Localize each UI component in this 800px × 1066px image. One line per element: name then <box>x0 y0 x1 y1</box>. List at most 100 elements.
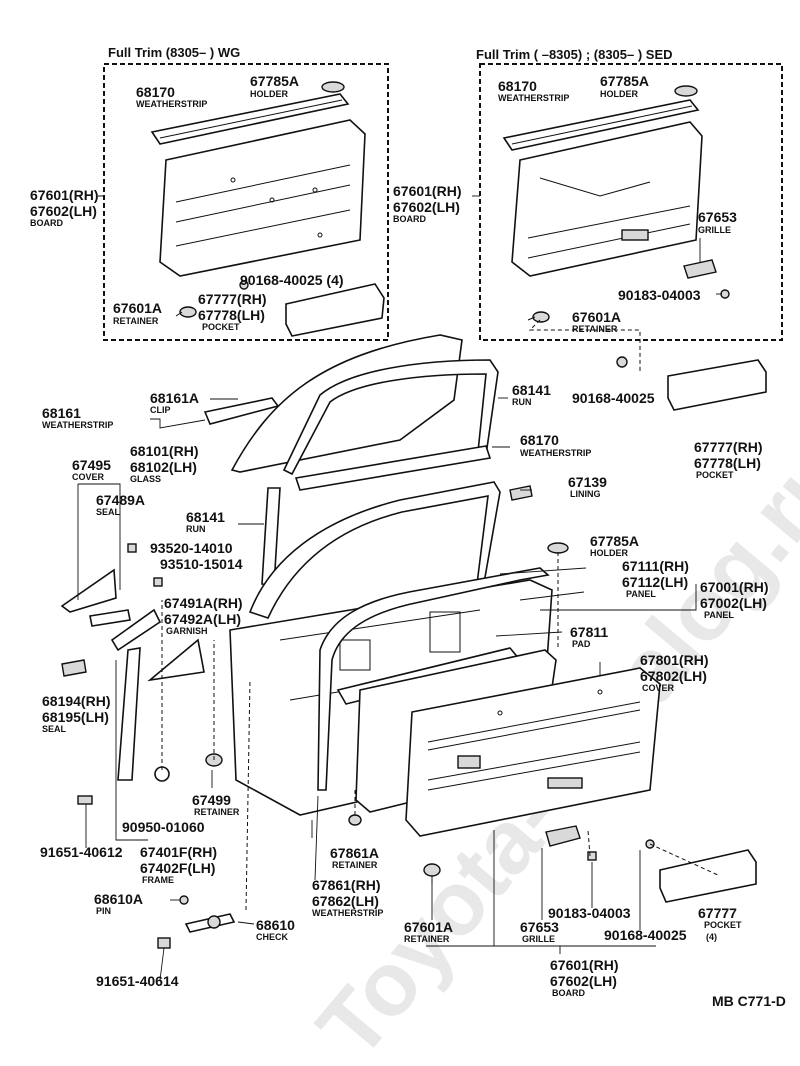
label-wg-68170-sub: WEATHERSTRIP <box>136 99 207 109</box>
label-68610: 68610 <box>256 917 295 933</box>
wg-pocket-part <box>285 283 385 337</box>
label-67811-sub: PAD <box>572 639 591 649</box>
label-sed-90168: 90168-40025 <box>572 390 655 406</box>
sed-holder-part <box>674 85 698 97</box>
label-sed-67601: 67601(RH) <box>393 183 461 199</box>
leader-lines <box>77 195 722 981</box>
label-sed-67785a: 67785A <box>600 73 649 89</box>
wg-header: Full Trim (8305– ) WG <box>108 45 240 60</box>
footer-code: MB C771-D <box>712 993 786 1009</box>
label-67495: 67495 <box>72 457 111 473</box>
label-67401f: 67401F(RH) <box>140 844 217 860</box>
cover-triangle-part <box>60 568 117 613</box>
label-67862: 67862(LH) <box>312 893 379 909</box>
label-67111: 67111(RH) <box>622 558 689 574</box>
garnish-part <box>110 608 205 682</box>
screw-93520-part <box>127 543 137 553</box>
sed-grille-part <box>683 259 717 279</box>
label-67001-sub: PANEL <box>704 610 734 620</box>
label-wg-67601-sub: BOARD <box>30 218 63 228</box>
label-67785a-main: 67785A <box>590 533 639 549</box>
label-sed-67777-sub: POCKET <box>696 470 734 480</box>
label-67401f-sub: FRAME <box>142 875 174 885</box>
label-91651-614: 91651-40614 <box>96 973 179 989</box>
label-67601a-main-sub: RETAINER <box>404 934 450 944</box>
retainer-67861a-part <box>348 814 362 826</box>
label-93510: 93510-15014 <box>160 556 243 572</box>
label-67653-main-sub: GRILLE <box>522 934 555 944</box>
label-68610a-sub: PIN <box>96 906 111 916</box>
label-sed-67778: 67778(LH) <box>694 455 761 471</box>
label-68101: 68101(RH) <box>130 443 198 459</box>
door-weatherstrip-part <box>317 567 550 791</box>
label-67002: 67002(LH) <box>700 595 767 611</box>
label-67801: 67801(RH) <box>640 652 708 668</box>
label-67602-main: 67602(LH) <box>550 973 617 989</box>
label-68101-sub: GLASS <box>130 474 161 484</box>
label-67601-main: 67601(RH) <box>550 957 618 973</box>
label-68195: 68195(LH) <box>42 709 109 725</box>
label-wg-67785a: 67785A <box>250 73 299 89</box>
label-67492a: 67492A(LH) <box>164 611 241 627</box>
label-68170-main-sub: WEATHERSTRIP <box>520 448 591 458</box>
label-wg-67777: 67777(RH) <box>198 291 266 307</box>
label-wg-68170: 68170 <box>136 84 175 100</box>
wg-weatherstrip-part <box>150 93 350 145</box>
label-wg-67785a-sub: HOLDER <box>250 89 289 99</box>
pocket-dash <box>649 843 721 877</box>
label-67499: 67499 <box>192 792 231 808</box>
label-67402f: 67402F(LH) <box>140 860 215 876</box>
label-wg-67777-sub: POCKET <box>202 322 240 332</box>
label-68194: 68194(RH) <box>42 693 110 709</box>
bolt-91651-614-part <box>157 937 171 949</box>
label-68141-side-sub: RUN <box>186 524 206 534</box>
label-68194-sub: SEAL <box>42 724 67 734</box>
wg-clip-part <box>239 280 249 290</box>
label-68102: 68102(LH) <box>130 459 197 475</box>
label-68610a: 68610A <box>94 891 143 907</box>
label-67499-sub: RETAINER <box>194 807 240 817</box>
label-67139: 67139 <box>568 474 607 490</box>
sed-group-box <box>479 63 783 341</box>
label-67861: 67861(RH) <box>312 877 380 893</box>
label-68141-top-sub: RUN <box>512 397 532 407</box>
label-68170-main: 68170 <box>520 432 559 448</box>
board-main-part <box>405 667 661 837</box>
wg-retainer-part <box>175 306 197 318</box>
label-67111-sub: PANEL <box>626 589 656 599</box>
screw-main-part <box>587 851 597 861</box>
label-67811: 67811 <box>570 624 608 640</box>
lining-part <box>509 485 533 501</box>
bolt-91651-612-part <box>77 795 93 805</box>
seal-part <box>89 609 131 627</box>
holder-main-part <box>547 542 569 554</box>
retainer-main-part <box>423 863 441 884</box>
label-67601-main-sub: BOARD <box>552 988 585 998</box>
sed-header: Full Trim ( –8305) ; (8305– ) SED <box>476 47 673 62</box>
grille-main-part <box>545 825 581 847</box>
label-wg-90168: 90168-40025 (4) <box>240 272 344 288</box>
label-67489a-sub: SEAL <box>96 507 121 517</box>
label-wg-67601: 67601(RH) <box>30 187 98 203</box>
label-67601a-main: 67601A <box>404 919 453 935</box>
sed-weatherstrip-part <box>502 99 700 151</box>
label-wg-67601a-sub: RETAINER <box>113 316 159 326</box>
label-67489a: 67489A <box>96 492 145 508</box>
sed-board-part <box>511 121 703 277</box>
label-67801-sub: COVER <box>642 683 675 693</box>
sed-pocket-part <box>667 359 767 411</box>
label-90168-main: 90168-40025 <box>604 927 687 943</box>
label-90950: 90950-01060 <box>122 819 205 835</box>
label-67861a: 67861A <box>330 845 379 861</box>
check-part <box>184 913 236 933</box>
sed-retainer-part <box>527 311 550 323</box>
label-wg-67778: 67778(LH) <box>198 307 265 323</box>
label-67861-sub: WEATHERSTRIP <box>312 908 383 918</box>
sed-clip-part <box>616 356 628 368</box>
label-sed-67601a-sub: RETAINER <box>572 324 618 334</box>
label-67777-main: 67777 <box>698 905 737 921</box>
pin-part <box>179 895 189 905</box>
frame-part <box>117 647 141 781</box>
label-sed-67785a-sub: HOLDER <box>600 89 639 99</box>
label-68161: 68161 <box>42 405 81 421</box>
